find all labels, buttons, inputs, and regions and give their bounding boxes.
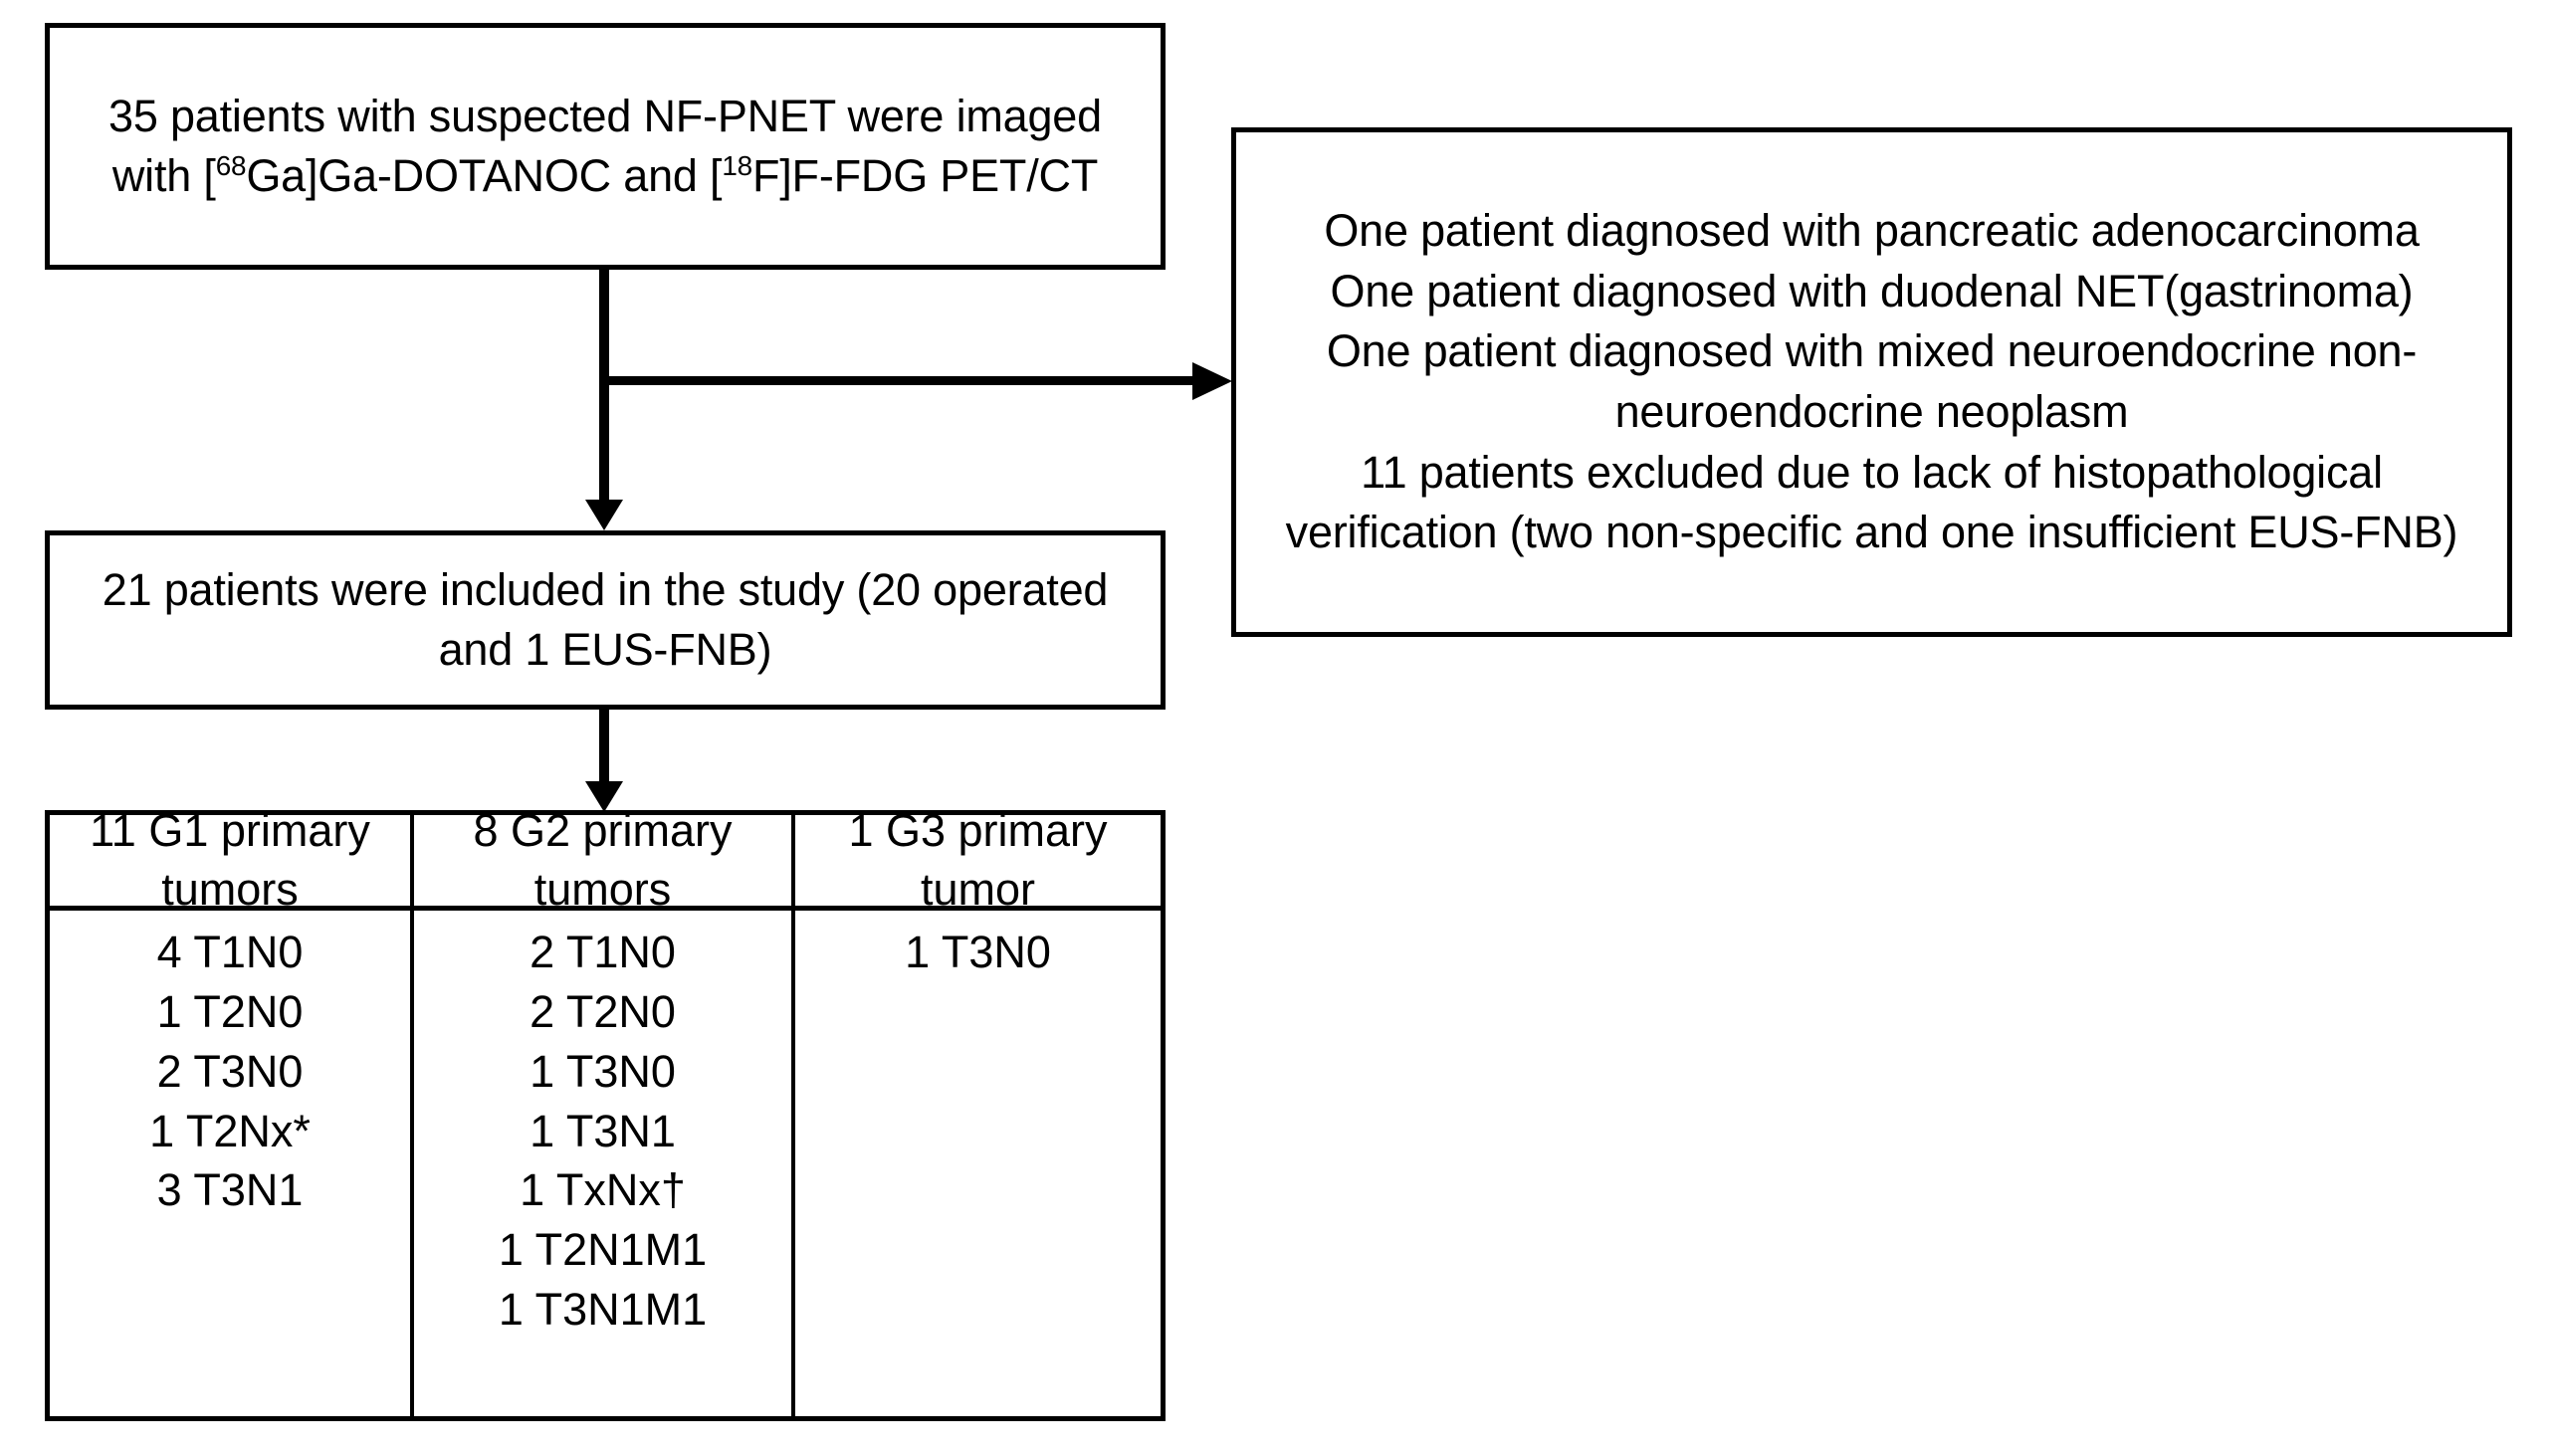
stage-item: 1 T2Nx* [149, 1105, 311, 1156]
grade-column-header-g3: 1 G3 primary tumor [795, 805, 1161, 915]
grade-column-g2: 8 G2 primary tumors 2 T1N0 2 T2N0 1 T3N0… [410, 805, 795, 1416]
grade-column-body-g3: 1 T3N0 [795, 911, 1161, 1416]
stage-item: 1 T2N1M1 [498, 1224, 708, 1276]
cohort-box: 35 patients with suspected NF-PNET were … [45, 23, 1166, 270]
stage-item: 1 T2N0 [156, 985, 304, 1037]
grade-column-g1: 11 G1 primary tumors 4 T1N0 1 T2N0 2 T3N… [50, 805, 410, 1416]
stage-item: 1 T3N0 [905, 927, 1051, 977]
connector-cohort-to-included-line [599, 270, 609, 506]
exclusions-box: One patient diagnosed with pancreatic ad… [1231, 127, 2512, 637]
ga68-superscript: 68 [215, 150, 247, 181]
grade-table: 11 G1 primary tumors 4 T1N0 1 T2N0 2 T3N… [45, 805, 1166, 1421]
connector-included-to-table-line [599, 710, 609, 789]
grade-header-text-g3: 1 G3 primary tumor [848, 805, 1108, 915]
cohort-box-text: 35 patients with suspected NF-PNET were … [76, 87, 1135, 206]
grade-column-body-g1: 4 T1N0 1 T2N0 2 T3N0 1 T2Nx* 3 T3N1 [50, 911, 410, 1416]
stage-item: 1 T3N1M1 [498, 1284, 708, 1336]
stage-item: 1 T3N0 [530, 1045, 676, 1097]
grade-column-header-g1: 11 G1 primary tumors [50, 805, 410, 915]
stage-item: 3 T3N1 [156, 1164, 304, 1216]
cohort-text-part-3: F]F-FDG PET/CT [751, 150, 1099, 201]
stage-item: 2 T2N0 [530, 985, 676, 1037]
stage-item: 4 T1N0 [156, 927, 304, 977]
included-box-text: 21 patients were included in the study (… [102, 564, 1109, 675]
cohort-text-part-2: Ga]Ga-DOTANOC and [ [246, 150, 723, 201]
grade-header-text-g2: 8 G2 primary tumors [473, 805, 733, 915]
grade-header-text-g1: 11 G1 primary tumors [90, 805, 370, 915]
grade-column-header-g2: 8 G2 primary tumors [414, 805, 791, 915]
grade-column-g3: 1 G3 primary tumor 1 T3N0 [795, 805, 1161, 1416]
arrow-right-icon-exclusions [1192, 362, 1232, 400]
grade-column-body-g2: 2 T1N0 2 T2N0 1 T3N0 1 T3N1 1 TxNx† 1 T2… [414, 911, 791, 1416]
f18-superscript: 18 [722, 150, 752, 181]
included-box: 21 patients were included in the study (… [45, 530, 1166, 710]
stage-item: 2 T1N0 [530, 927, 676, 977]
stage-item: 2 T3N0 [156, 1045, 304, 1097]
arrow-down-icon-included [585, 500, 623, 530]
connector-cohort-to-exclusions-line [604, 376, 1195, 385]
arrow-down-icon-grade-table [585, 781, 623, 812]
stage-item: 1 TxNx† [520, 1164, 686, 1216]
exclusions-box-text: One patient diagnosed with pancreatic ad… [1285, 205, 2458, 558]
cohort-text-part-1: 35 patients with suspected NF-PNET were … [108, 91, 1102, 201]
stage-item: 1 T3N1 [530, 1105, 676, 1156]
